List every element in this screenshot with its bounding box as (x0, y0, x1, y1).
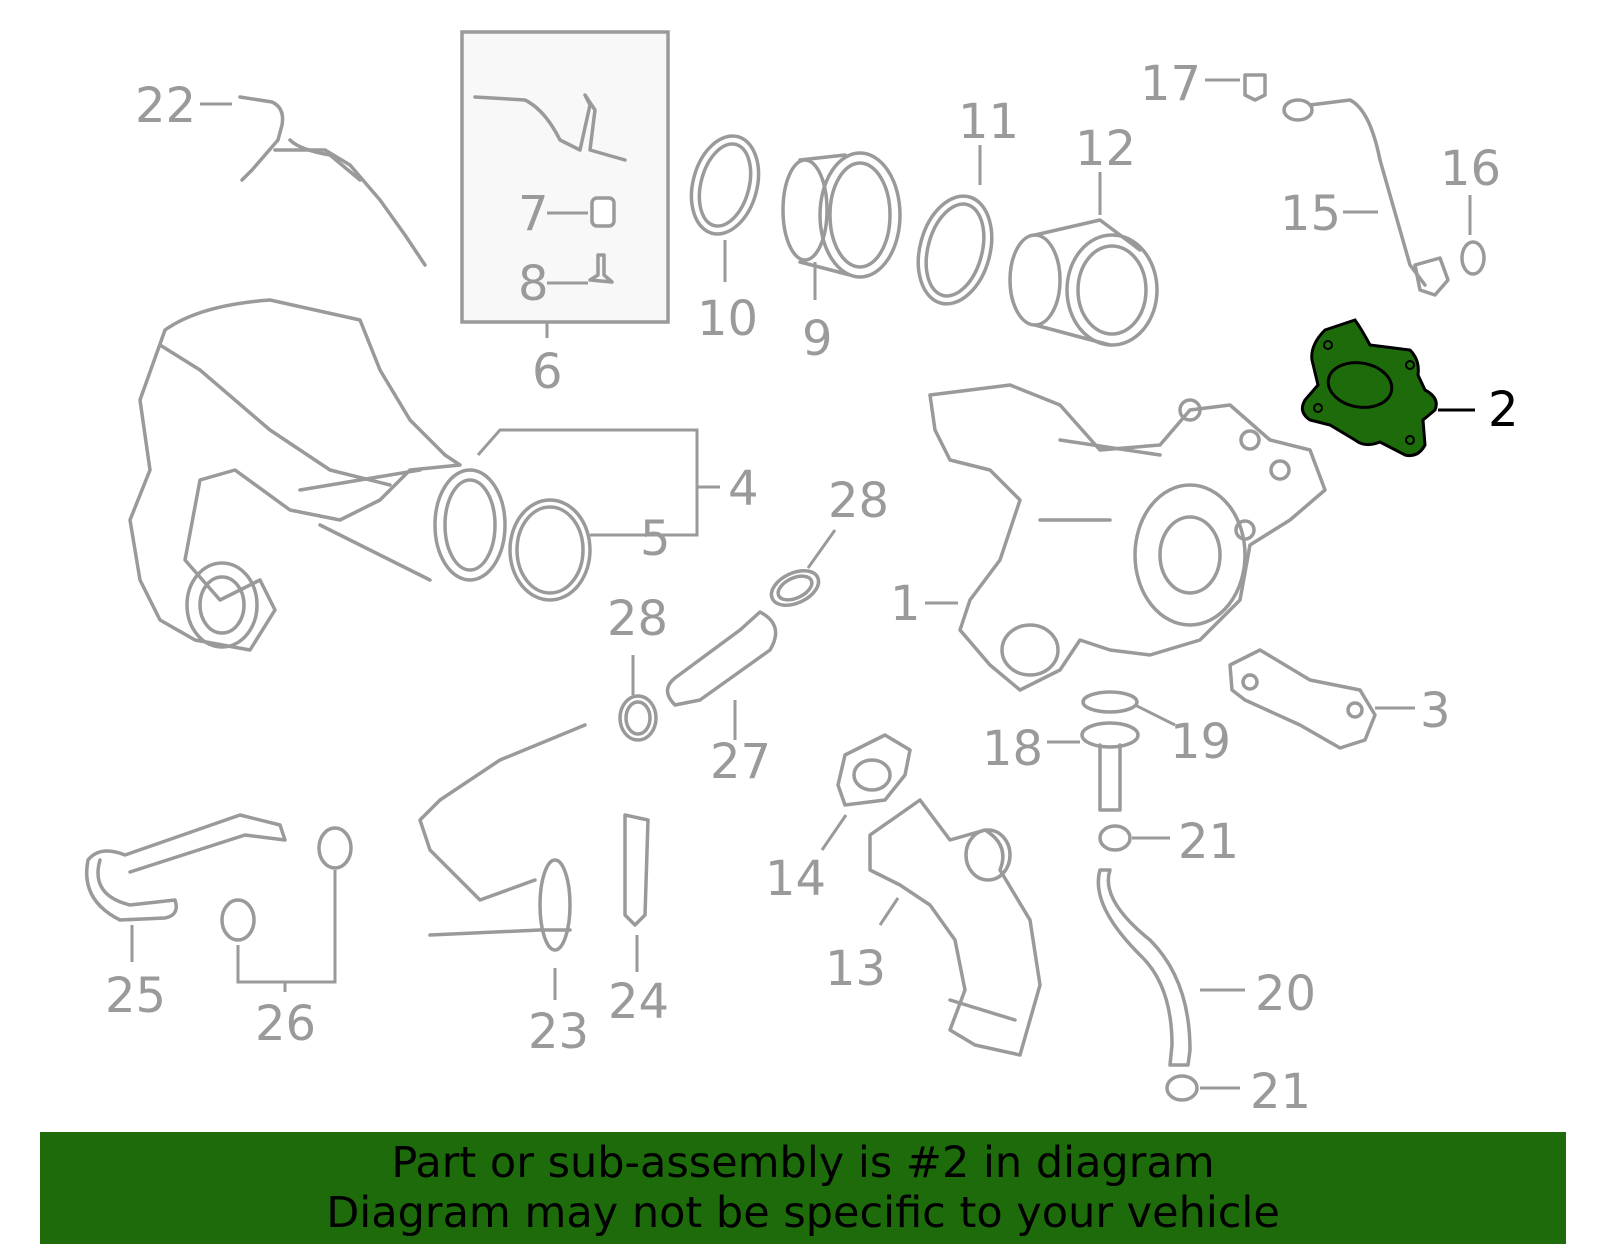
part-9-intake-duct[interactable] (781, 151, 902, 279)
part-6-kit-box[interactable] (460, 30, 670, 324)
callout-4: 4 (728, 461, 759, 517)
callout-19: 19 (1170, 714, 1231, 770)
part-7-nut[interactable] (590, 196, 616, 228)
callout-27: 27 (710, 734, 771, 790)
callout-25: 25 (105, 968, 166, 1024)
parts-diagram: 22 7 8 6 10 9 11 12 (85, 30, 1519, 1120)
callout-17: 17 (1140, 56, 1201, 112)
leader-28a (806, 529, 837, 569)
banner-line-1: Part or sub-assembly is #2 in diagram (391, 1138, 1215, 1188)
callout-22: 22 (135, 78, 196, 134)
callout-23: 23 (528, 1004, 589, 1060)
part-11-clamp[interactable] (907, 188, 1003, 312)
callout-14: 14 (765, 851, 826, 907)
callout-28a: 28 (828, 473, 889, 529)
callout-10: 10 (697, 291, 758, 347)
callout-13: 13 (825, 941, 886, 997)
part-14-gasket[interactable] (836, 733, 912, 807)
part-23-water-pipe[interactable] (418, 723, 587, 952)
callout-12: 12 (1075, 121, 1136, 177)
part-4-air-cleaner[interactable] (128, 298, 507, 652)
callout-3: 3 (1420, 683, 1451, 739)
part-28-clamp-upper[interactable] (766, 564, 824, 612)
part-17-fitting[interactable] (1243, 73, 1267, 102)
info-banner: Part or sub-assembly is #2 in diagram Di… (40, 1132, 1566, 1244)
callout-20: 20 (1255, 966, 1316, 1022)
part-21-clamp-upper[interactable] (1098, 824, 1132, 852)
callout-16: 16 (1440, 141, 1501, 197)
callout-28b: 28 (607, 591, 668, 647)
callout-9: 9 (802, 311, 833, 367)
callout-11: 11 (958, 94, 1019, 150)
part-27-hose[interactable] (665, 610, 778, 707)
callout-7: 7 (518, 186, 549, 242)
callout-15: 15 (1280, 186, 1341, 242)
callout-2: 2 (1488, 382, 1519, 438)
part-20-hose[interactable] (1096, 868, 1192, 1067)
part-5-clamp[interactable] (508, 498, 592, 602)
leader-19 (1134, 703, 1176, 727)
leader-14 (820, 814, 848, 851)
callout-6: 6 (532, 344, 563, 400)
callout-18: 18 (982, 721, 1043, 777)
part-10-clamp[interactable] (681, 128, 769, 241)
part-8-bolt[interactable] (588, 253, 614, 284)
leader-4-5 (476, 428, 699, 537)
part-1-turbocharger[interactable] (928, 383, 1327, 692)
part-2-turbo-gasket[interactable] (1300, 318, 1438, 457)
gasket-2-body (1300, 318, 1438, 457)
callout-24: 24 (608, 974, 669, 1030)
part-6-bracket (473, 93, 627, 162)
callout-1: 1 (890, 576, 921, 632)
part-18-oil-return[interactable] (1080, 721, 1140, 812)
part-25-hose[interactable] (85, 813, 287, 922)
part-16-washer[interactable] (1460, 240, 1486, 276)
part-26-clamps[interactable] (220, 826, 353, 942)
part-24-gasket[interactable] (623, 813, 650, 927)
part-21-clamp-lower[interactable] (1165, 1074, 1199, 1102)
callout-8: 8 (518, 256, 549, 312)
banner-line-2: Diagram may not be specific to your vehi… (326, 1188, 1280, 1238)
callout-26: 26 (255, 996, 316, 1052)
part-3-bracket[interactable] (1228, 648, 1377, 750)
part-28-clamp-lower[interactable] (618, 694, 658, 742)
callout-21a: 21 (1178, 814, 1239, 870)
part-19-gasket[interactable] (1081, 690, 1139, 714)
part-13-outlet-pipe[interactable] (868, 798, 1042, 1057)
part-12-turbo-inlet[interactable] (1008, 218, 1159, 347)
part-15-oil-pipe[interactable] (1282, 98, 1450, 297)
callout-5: 5 (640, 511, 671, 567)
callout-21b: 21 (1250, 1064, 1311, 1120)
part-22-pipe[interactable] (238, 95, 427, 267)
leader-13 (878, 897, 900, 926)
